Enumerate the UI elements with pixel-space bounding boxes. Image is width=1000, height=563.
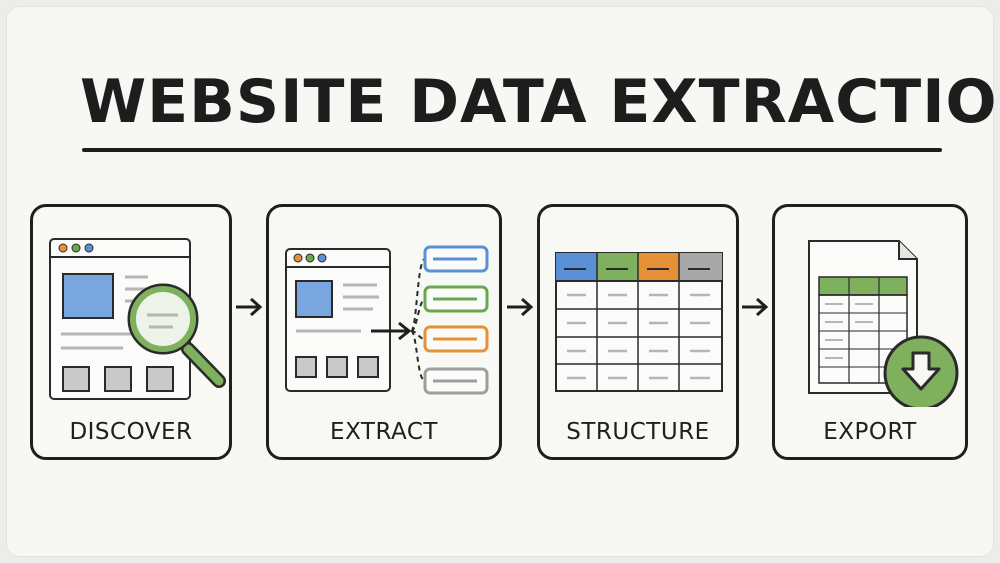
spreadsheet-download-icon [808,240,959,407]
arrow-right-icon [236,297,263,317]
arrow-right-icon [507,297,534,317]
step-label-extract: EXTRACT [330,419,438,445]
step-card-structure: STRUCTURE [537,204,739,460]
page-title: WEBSITE DATA EXTRACTION [80,67,1000,137]
step-card-export: EXPORT [772,204,968,460]
arrow-right-icon [742,297,769,317]
step-card-discover: DISCOVER [30,204,232,460]
step-label-structure: STRUCTURE [566,419,710,445]
step-card-extract: EXTRACT [266,204,502,460]
title-underline [82,148,942,152]
step-label-discover: DISCOVER [69,419,193,445]
browser-extract-fields-icon [285,245,489,395]
step-label-export: EXPORT [823,419,917,445]
table-icon [555,252,723,392]
browser-magnifier-icon [49,238,226,400]
